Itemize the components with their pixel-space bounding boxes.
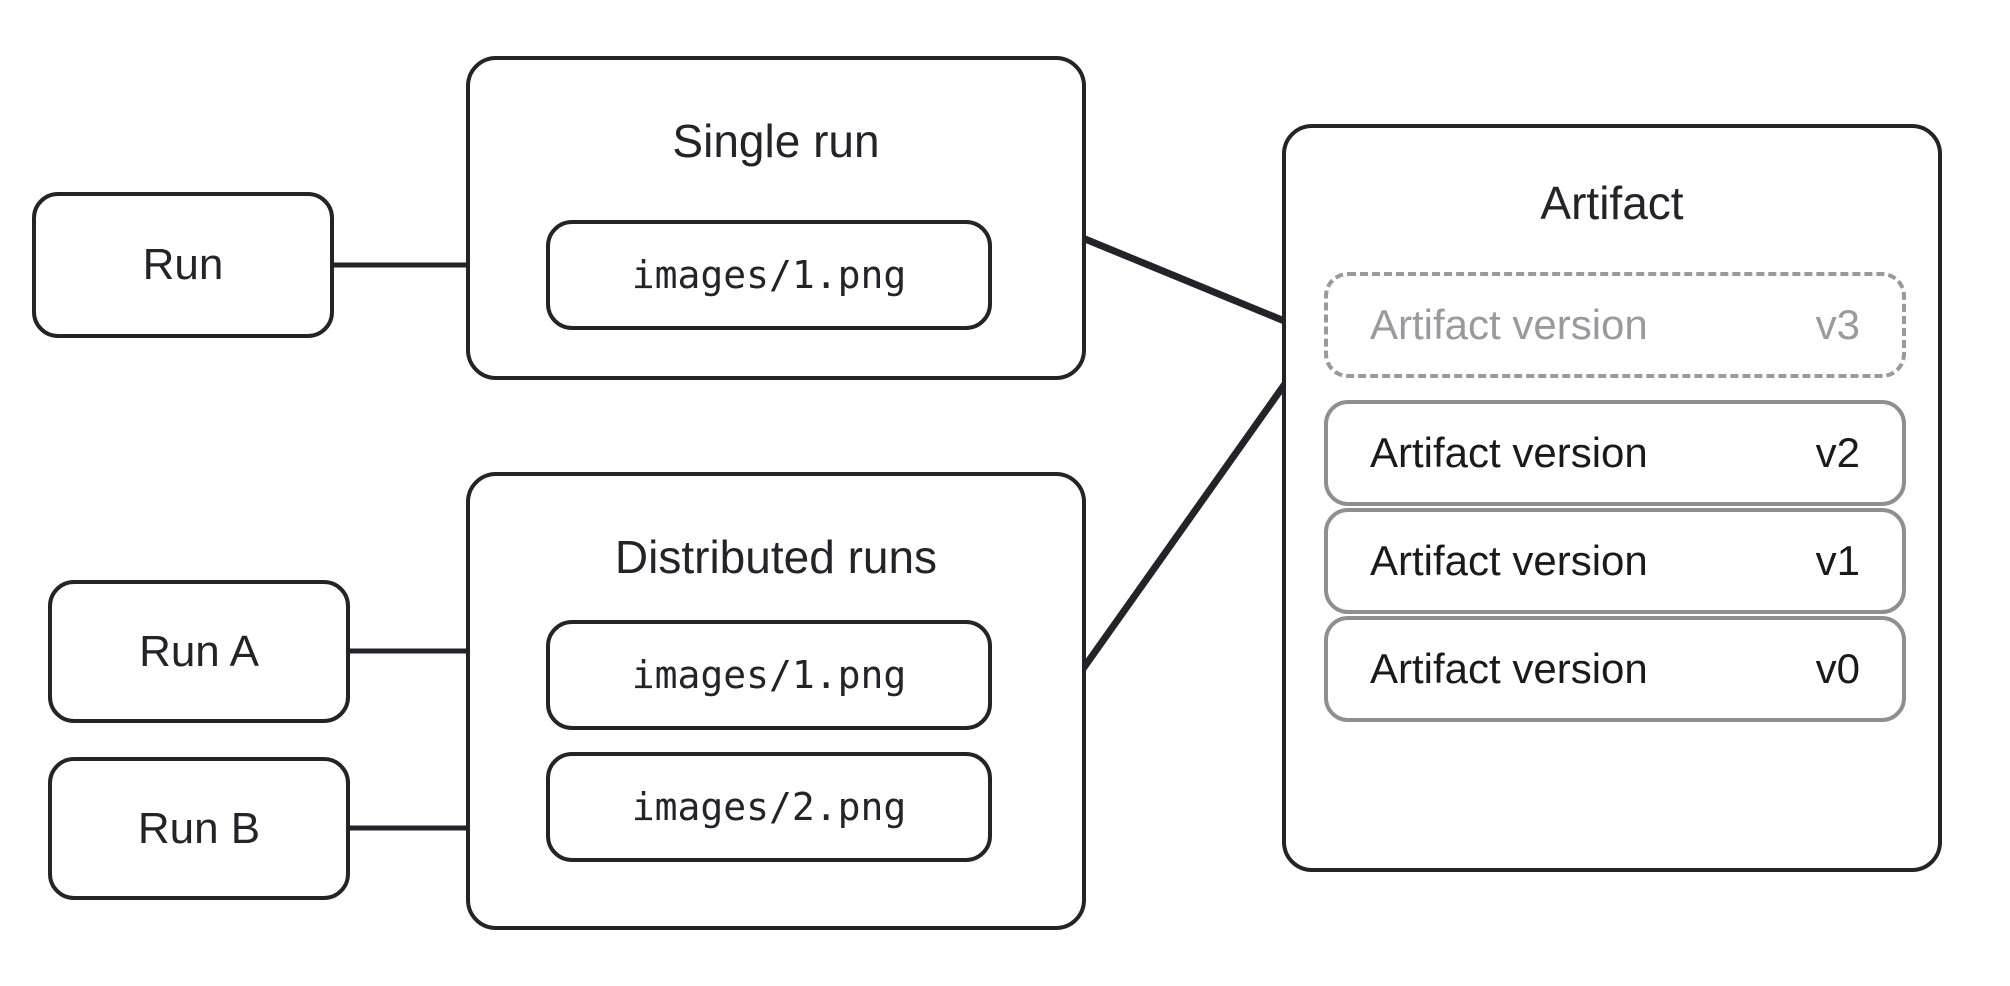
artifact-panel-title: Artifact <box>1540 177 1684 229</box>
group-distributed-runs-title: Distributed runs <box>614 531 938 583</box>
group-single-run: Single run <box>466 56 1086 380</box>
artifact-version-row-v3[interactable]: Artifact version v3 <box>1324 272 1906 378</box>
file-node-single-image-1[interactable]: images/1.png <box>546 220 992 330</box>
artifact-version-v2-name: Artifact version <box>1370 429 1648 476</box>
artifact-version-v2-tag: v2 <box>1815 429 1860 476</box>
artifact-version-v1-tag: v1 <box>1815 537 1860 584</box>
artifact-panel: Artifact Artifact version v3 Artifact ve… <box>1282 124 1942 872</box>
artifact-version-row-v2[interactable]: Artifact version v2 <box>1324 400 1906 506</box>
file-node-dist-image-2[interactable]: images/2.png <box>546 752 992 862</box>
file-node-dist-image-1-label: images/1.png <box>631 653 907 697</box>
artifact-version-v1-name: Artifact version <box>1370 537 1648 584</box>
artifact-version-row-v0[interactable]: Artifact version v0 <box>1324 616 1906 722</box>
artifact-version-v0-tag: v0 <box>1815 645 1860 692</box>
run-node-single[interactable]: Run <box>32 192 334 338</box>
edge-single-run-to-v3 <box>1066 228 1319 338</box>
run-node-a-label: Run A <box>139 626 259 676</box>
run-node-single-label: Run <box>142 240 224 289</box>
run-node-b[interactable]: Run B <box>48 757 350 900</box>
file-node-single-image-1-label: images/1.png <box>631 253 907 297</box>
run-node-a[interactable]: Run A <box>48 580 350 723</box>
artifact-version-v3-name: Artifact version <box>1370 301 1648 348</box>
run-node-b-label: Run B <box>137 803 261 853</box>
artifact-version-row-v1[interactable]: Artifact version v1 <box>1324 508 1906 614</box>
file-node-dist-image-2-label: images/2.png <box>631 785 907 829</box>
artifact-version-v0-name: Artifact version <box>1370 645 1648 692</box>
group-single-run-title: Single run <box>672 115 880 167</box>
artifact-version-v3-tag: v3 <box>1815 301 1860 348</box>
file-node-dist-image-1[interactable]: images/1.png <box>546 620 992 730</box>
edge-distributed-runs-to-v3 <box>1065 337 1319 693</box>
